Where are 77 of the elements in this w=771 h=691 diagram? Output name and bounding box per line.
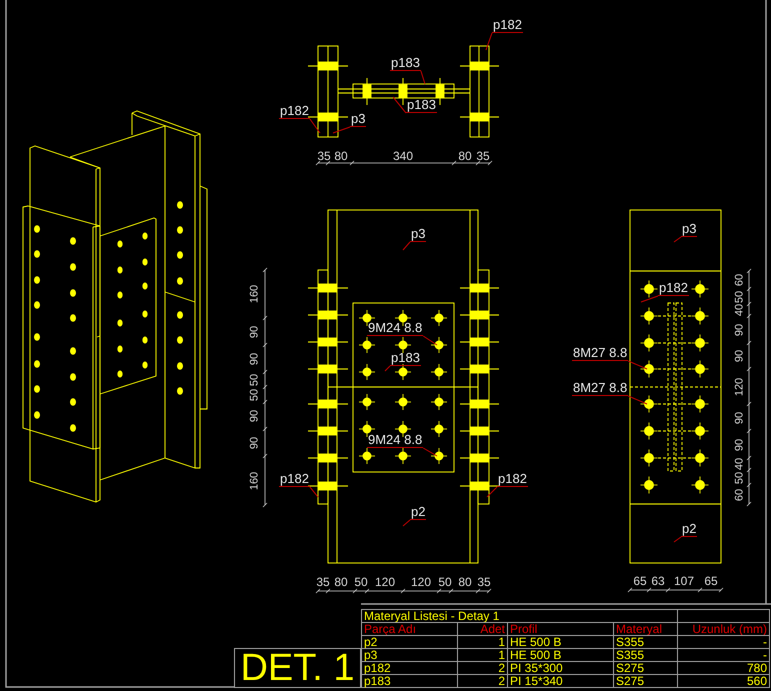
dimension-text: 80 [334,576,348,588]
leader-line [674,536,682,542]
dimension-text: 63 [651,575,665,587]
leader-line [486,486,498,498]
dimension-text: 35 [477,576,491,588]
dimension-text: 50 [250,373,260,386]
leader-line [422,336,438,346]
dimension-text: 160 [250,471,260,490]
dimension-text: 160 [250,284,260,304]
dimension-text: 35 [317,150,331,162]
dimension-text: 40 [734,304,746,316]
leader-line [628,396,648,404]
dimension-text: 90 [250,352,260,365]
part-label: 9M24 8.8 [367,433,424,448]
part-label: p182 [492,18,523,33]
table-cell: PI 15*340 [507,674,614,688]
leader-line [392,96,406,114]
part-label: 8M27 8.8 [572,346,628,361]
dimension-text: 90 [250,409,260,422]
dimension-text: 90 [734,350,746,362]
part-label: p182 [279,104,310,119]
part-label: p183 [406,98,437,113]
dimension-text: 40 [734,458,746,470]
dimension-text: 340 [392,150,414,162]
part-label: 8M27 8.8 [572,381,628,396]
part-label: p182 [279,472,310,487]
leader-line [628,360,648,370]
dimension-text: 60 [734,488,746,501]
dimension-text: 90 [250,325,260,338]
dimension-text: 120 [410,576,432,588]
dimension-text: 80 [334,150,348,162]
leader-line [402,520,410,526]
part-label: p2 [681,522,698,537]
dimension-text: 90 [734,323,746,336]
part-label: p3 [681,222,698,237]
table-cell: S275 [613,674,678,688]
dimension-text: 50 [354,576,368,588]
dimension-text: 80 [458,150,472,162]
dimension-text: 60 [734,274,746,286]
dimension-text: 50 [250,388,260,401]
leader-line [486,32,492,50]
leader-line [640,296,658,302]
leader-line [309,486,318,498]
part-label: p182 [658,281,689,296]
dimension-text: 80 [458,576,472,588]
leader-line [309,118,320,134]
part-label: p182 [497,472,528,487]
detail-title-box: DET. 1 [234,648,361,688]
leader-line [402,242,410,250]
dimension-text: 35 [316,576,330,588]
table-cell: p183 [361,674,458,688]
dimension-text: 90 [734,438,746,451]
dimension-text: 90 [250,436,260,449]
table-cell: 2 [457,674,508,688]
part-label: 9M24 8.8 [367,321,424,336]
leader-line [384,366,390,372]
part-label: p183 [390,351,421,366]
table-cell: 560 [677,674,770,688]
leader-line [674,236,682,242]
dimension-text: 50 [734,471,746,484]
part-label: p3 [350,112,366,127]
dimension-text: 65 [633,575,647,587]
part-label: p183 [390,56,421,71]
dimension-text: 90 [734,411,746,424]
dimension-text: 50 [734,290,746,303]
part-label: p2 [410,505,426,520]
dimension-text: 107 [674,575,694,587]
dimension-text: 120 [374,576,396,588]
dimension-text: 35 [476,150,490,162]
part-label: p3 [410,227,426,242]
dimension-text: 65 [704,575,718,587]
leader-line [420,70,426,84]
leader-line [332,126,350,134]
dimension-text: 120 [734,377,746,396]
leader-line [422,448,438,456]
dimension-text: 50 [438,576,452,588]
table-title: Materyal Listesi - Detay 1 [361,609,678,623]
